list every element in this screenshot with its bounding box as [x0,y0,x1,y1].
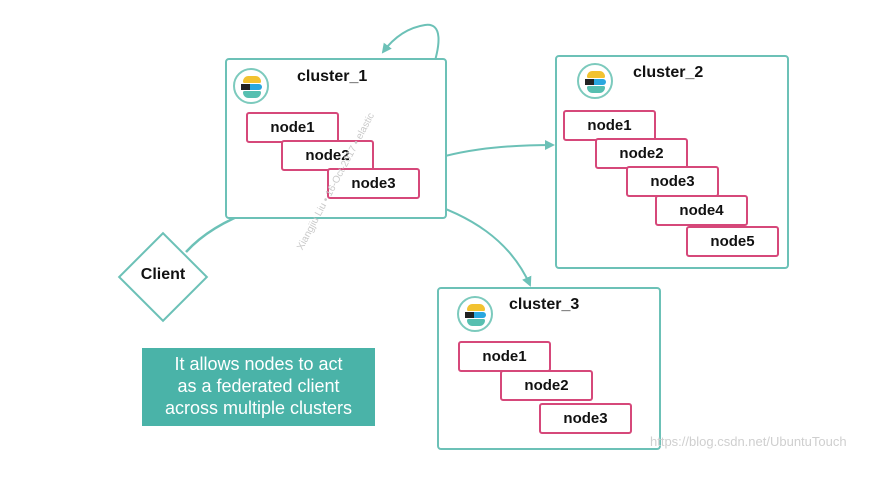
cluster-1-node: node1 [246,112,339,143]
elastic-logo-icon [577,63,613,99]
client-label: Client [140,266,186,283]
description-callout: It allows nodes to act as a federated cl… [142,348,375,426]
cluster-3-title: cluster_3 [509,296,580,313]
callout-line: across multiple clusters [164,398,353,418]
cluster-3-node: node1 [458,341,551,372]
callout-line: It allows nodes to act [174,354,343,374]
elastic-logo-icon [233,68,269,104]
cluster-2-node: node4 [655,195,748,226]
cluster-2-node: node2 [595,138,688,169]
cluster-1-node: node2 [281,140,374,171]
cluster-1-title: cluster_1 [297,68,368,85]
cluster-2-node: node5 [686,226,779,257]
elastic-logo-icon [457,296,493,332]
cluster-2-title: cluster_2 [633,64,704,81]
cluster-2-node: node1 [563,110,656,141]
cluster-1-node: node3 [327,168,420,199]
callout-line: as a federated client [177,376,340,396]
client-node: Client [117,231,209,323]
cluster-2-node: node3 [626,166,719,197]
cluster-3-node: node2 [500,370,593,401]
cluster-3-node: node3 [539,403,632,434]
url-watermark: https://blog.csdn.net/UbuntuTouch [650,434,847,449]
